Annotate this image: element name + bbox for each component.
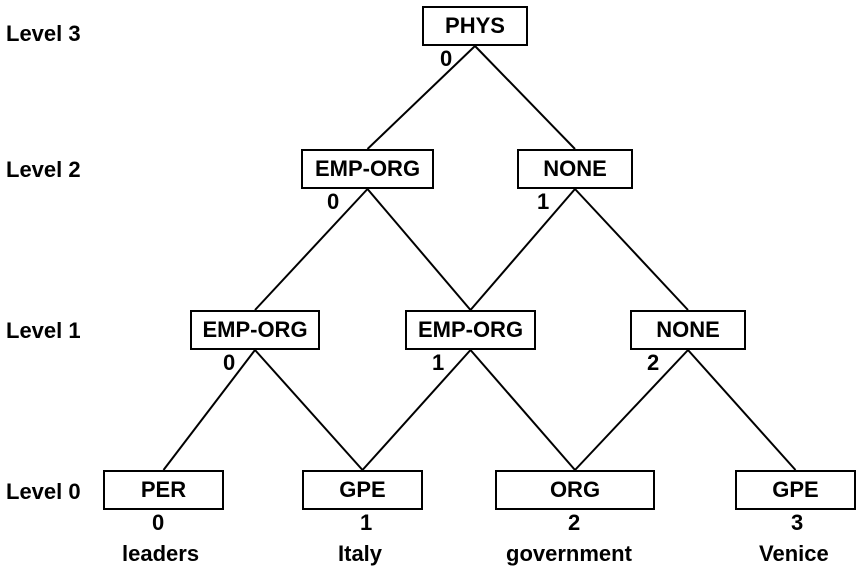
node-index: 1 <box>537 189 550 214</box>
edge-l2_1-l1_2 <box>574 188 689 311</box>
node-index: 0 <box>440 46 453 71</box>
node-index: 1 <box>360 510 373 535</box>
edge-l1_2-l0_3 <box>687 349 797 471</box>
edge-l1_1-l0_2 <box>469 349 576 471</box>
edge-l2_1-l1_1 <box>469 188 576 311</box>
edge-l1_1-l0_1 <box>361 349 472 471</box>
node-index: 2 <box>647 350 660 375</box>
level-label-0: Level 0 <box>6 479 81 504</box>
node-level3-phys: PHYS <box>422 6 528 46</box>
node-level0-org: ORG <box>495 470 655 510</box>
level-label-1: Level 1 <box>6 318 81 343</box>
level-label-3: Level 3 <box>6 21 81 46</box>
node-index: 0 <box>223 350 236 375</box>
edge-l1_0-l0_1 <box>254 349 364 471</box>
token-word: Italy <box>338 541 383 566</box>
edge-l3_0-l2_1 <box>474 45 576 150</box>
edge-l1_0-l0_0 <box>162 349 256 471</box>
node-level0-gpe: GPE <box>302 470 423 510</box>
edge-l1_2-l0_2 <box>574 349 689 471</box>
node-index: 0 <box>327 189 340 214</box>
node-index: 1 <box>432 350 445 375</box>
edge-l2_0-l1_0 <box>254 188 369 311</box>
edge-l2_0-l1_1 <box>366 188 472 311</box>
node-level0-gpe: GPE <box>735 470 856 510</box>
edge-l3_0-l2_0 <box>366 45 476 150</box>
token-word: government <box>506 541 632 566</box>
token-word: leaders <box>122 541 200 566</box>
node-level2-emp-org: EMP-ORG <box>301 149 434 189</box>
node-index: 2 <box>568 510 581 535</box>
level-label-2: Level 2 <box>6 157 81 182</box>
node-index: 0 <box>152 510 165 535</box>
node-level0-per: PER <box>103 470 224 510</box>
node-level1-emp-org: EMP-ORG <box>190 310 320 350</box>
node-index: 3 <box>791 510 804 535</box>
node-level1-none: NONE <box>630 310 746 350</box>
node-level1-emp-org: EMP-ORG <box>405 310 536 350</box>
node-level2-none: NONE <box>517 149 633 189</box>
token-word: Venice <box>759 541 829 566</box>
